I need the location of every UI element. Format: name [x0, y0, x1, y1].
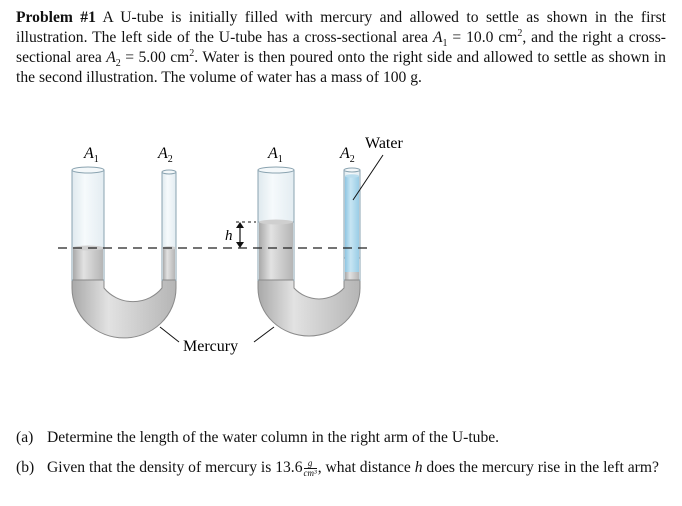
problem-title: Problem #1 [16, 9, 96, 26]
label-a2-right: A2 [339, 145, 355, 165]
h-label: h [225, 228, 233, 244]
mercury-bend [71, 279, 177, 339]
label-a2-left: A2 [157, 145, 173, 165]
mercury-label: Mercury [183, 338, 238, 355]
mercury-leader-left [159, 326, 180, 343]
left-arm-glass-2 [257, 169, 295, 223]
label-a1-left: A1 [83, 145, 99, 165]
mercury-leader-right [253, 326, 275, 343]
question-a: (a) Determine the length of the water co… [16, 429, 500, 446]
h-dimension: h [225, 221, 256, 248]
mercury-right-arm-lowered [345, 272, 359, 282]
left-arm-glass [71, 169, 105, 249]
water-label: Water [365, 135, 403, 152]
mercury-left-arm [73, 248, 103, 282]
question-b: (b) Given that the density of mercury is… [16, 457, 659, 478]
u-tube-figure: h A1 A2 A1 A2 Water Mercury [58, 135, 403, 355]
water-column [345, 176, 359, 272]
right-arm-glass [161, 171, 177, 249]
mercury-bend-2 [257, 279, 361, 337]
problem-statement: Problem #1 A U-tube is initially filled … [16, 9, 666, 86]
water-leader-line [352, 154, 384, 201]
u-tube-with-water [257, 166, 361, 337]
mercury-left-arm-raised [259, 222, 293, 282]
mercury-right-arm [163, 248, 175, 282]
u-tube-initial [71, 166, 177, 339]
label-a1-right: A1 [267, 145, 283, 165]
